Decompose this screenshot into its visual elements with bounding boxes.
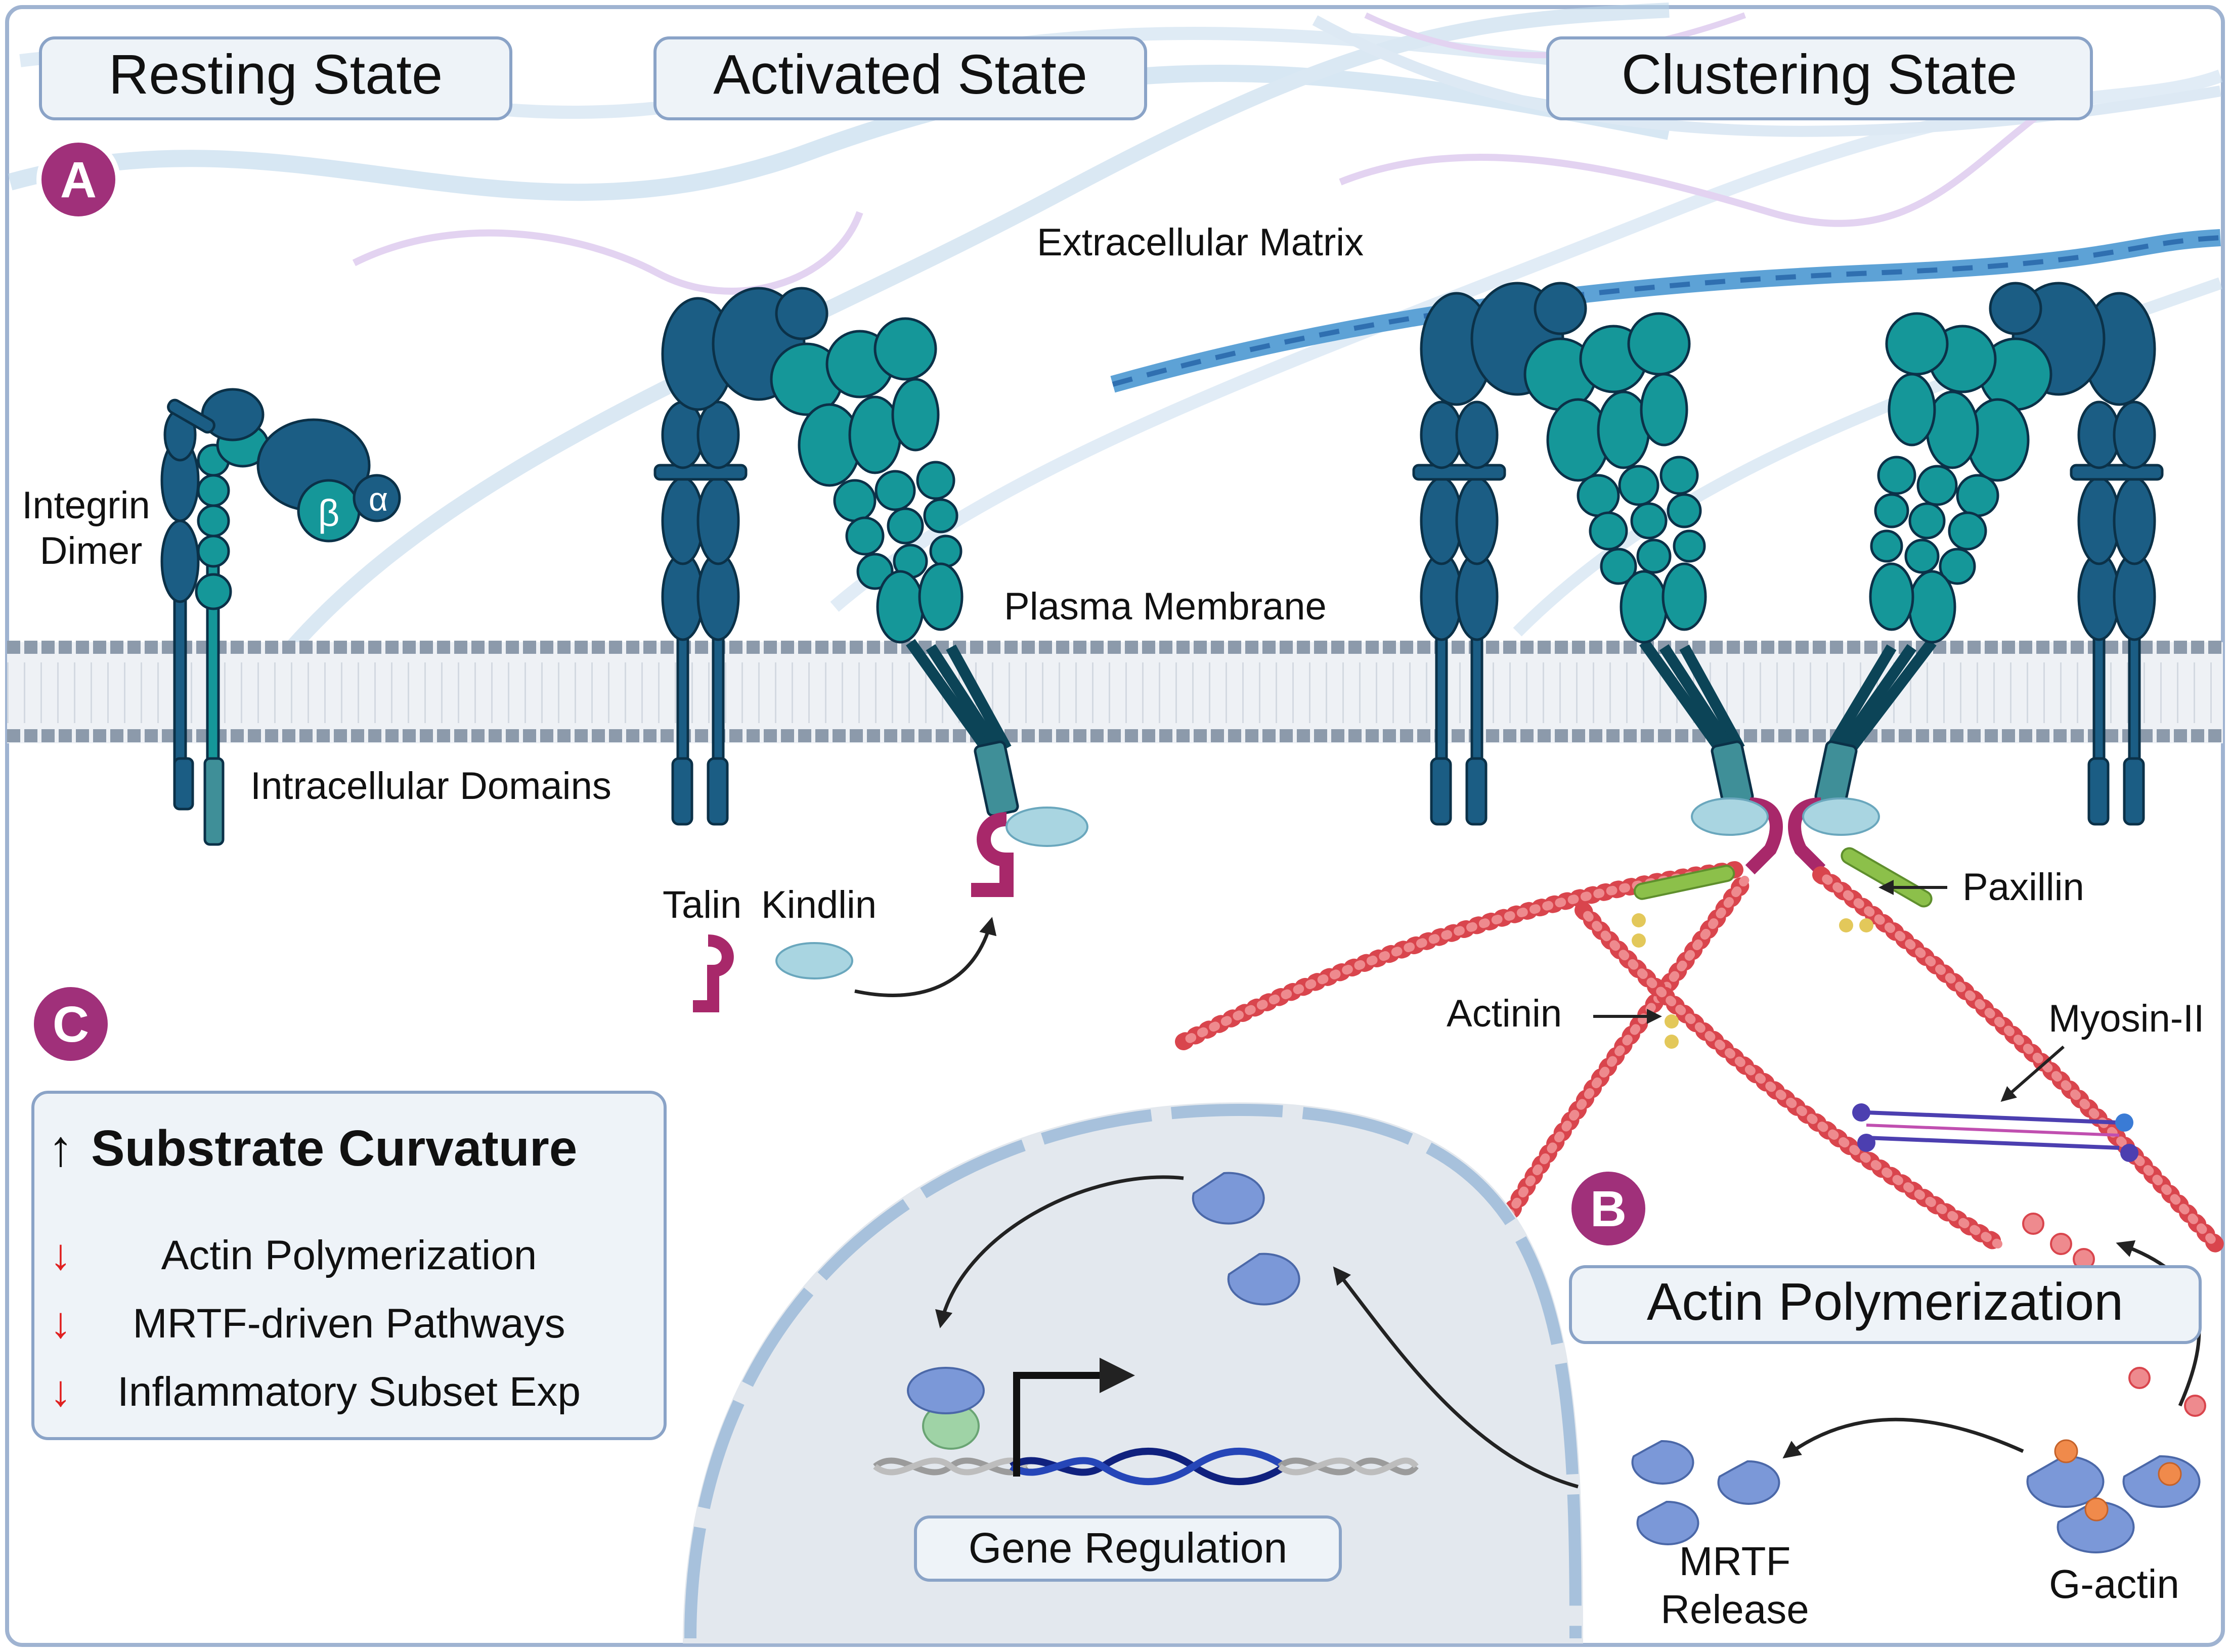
panel-marker-c: C [29, 982, 113, 1066]
resting-state-title-box: Resting State [39, 36, 512, 120]
transcription-start-arrow [1013, 1358, 1135, 1477]
actin-polymerization-box: Actin Polymerization [1569, 1265, 2202, 1344]
intracellular-domains-label: Intracellular Domains [250, 765, 611, 808]
mrtf-dna-complex [907, 1367, 985, 1450]
integrin-clustering-left [1412, 282, 1754, 826]
panel-marker-a-label: A [60, 152, 97, 208]
activation-arrow [854, 917, 997, 997]
mrtf-released [1631, 1440, 1780, 1545]
talin-kindlin-bound-activated [971, 807, 1088, 897]
myosin-label: Myosin-II [2048, 997, 2204, 1040]
plasma-membrane-label: Plasma Membrane [1004, 585, 1327, 628]
integrin-activated [653, 287, 1019, 826]
alpha-label: α [369, 480, 388, 518]
talin-label: Talin [663, 883, 741, 926]
myosin-ii [1852, 1103, 2138, 1162]
summary-title: Substrate Curvature [91, 1120, 577, 1177]
clustering-state-title-box: Clustering State [1546, 36, 2093, 120]
actinin-label: Actinin [1447, 992, 1562, 1035]
summary-item-label: Inflammatory Subset Exp [117, 1369, 581, 1415]
g-actin-complex [2026, 1439, 2201, 1553]
collagen-fiber-bound [1110, 229, 2221, 393]
integrin-dimer-label-line1: Integrin [22, 484, 150, 527]
gene-regulation-box: Gene Regulation [914, 1515, 1342, 1582]
summary-item-arrow: ↓ [50, 1367, 72, 1415]
summary-item-label: MRTF-driven Pathways [133, 1301, 565, 1347]
clustering-state-title: Clustering State [1622, 43, 2018, 106]
summary-item-label: Actin Polymerization [161, 1232, 537, 1278]
panel-marker-b-label: B [1590, 1181, 1627, 1237]
activated-state-title-box: Activated State [653, 36, 1147, 120]
summary-item-arrow: ↓ [50, 1299, 72, 1347]
extracellular-matrix-label: Extracellular Matrix [1037, 221, 1364, 264]
mrtf-nuclear [1192, 1172, 1300, 1306]
nuclear-arrow-to-dna [935, 1175, 1184, 1328]
mrtf-release-label-line1: MRTF [1679, 1539, 1791, 1584]
beta-label: β [318, 492, 340, 534]
panel-marker-b: B [1566, 1167, 1650, 1251]
integrin-resting [160, 388, 401, 846]
integrin-dimer-label-line2: Dimer [40, 529, 143, 572]
release-arrow [1782, 1417, 2024, 1459]
actin-polymerization-title: Actin Polymerization [1647, 1273, 2123, 1331]
import-arrow [1333, 1266, 1579, 1489]
resting-state-title: Resting State [109, 43, 443, 106]
gene-regulation-title: Gene Regulation [969, 1524, 1287, 1572]
integrin-clustering-right [1814, 282, 2164, 826]
summary-item-arrow: ↓ [50, 1230, 72, 1279]
substrate-curvature-summary-box: ↑ Substrate Curvature ↓ Actin Polymeriza… [31, 1091, 667, 1440]
panel-marker-a: A [36, 138, 120, 221]
summary-title-arrow: ↑ [48, 1120, 73, 1177]
dna-strand [873, 1448, 1419, 1485]
myosin-arrow [2000, 1045, 2065, 1102]
paxillin-label: Paxillin [1962, 866, 2084, 909]
actinin [1632, 913, 1873, 1049]
activated-state-title: Activated State [713, 43, 1087, 106]
talin-kindlin-clustering [1691, 797, 1880, 875]
panel-marker-c-label: C [53, 996, 89, 1053]
g-actin-label: G-actin [2049, 1561, 2179, 1606]
mrtf-release-label-line2: Release [1660, 1587, 1809, 1632]
kindlin-label: Kindlin [761, 883, 877, 926]
talin-kindlin-free [693, 934, 853, 1012]
